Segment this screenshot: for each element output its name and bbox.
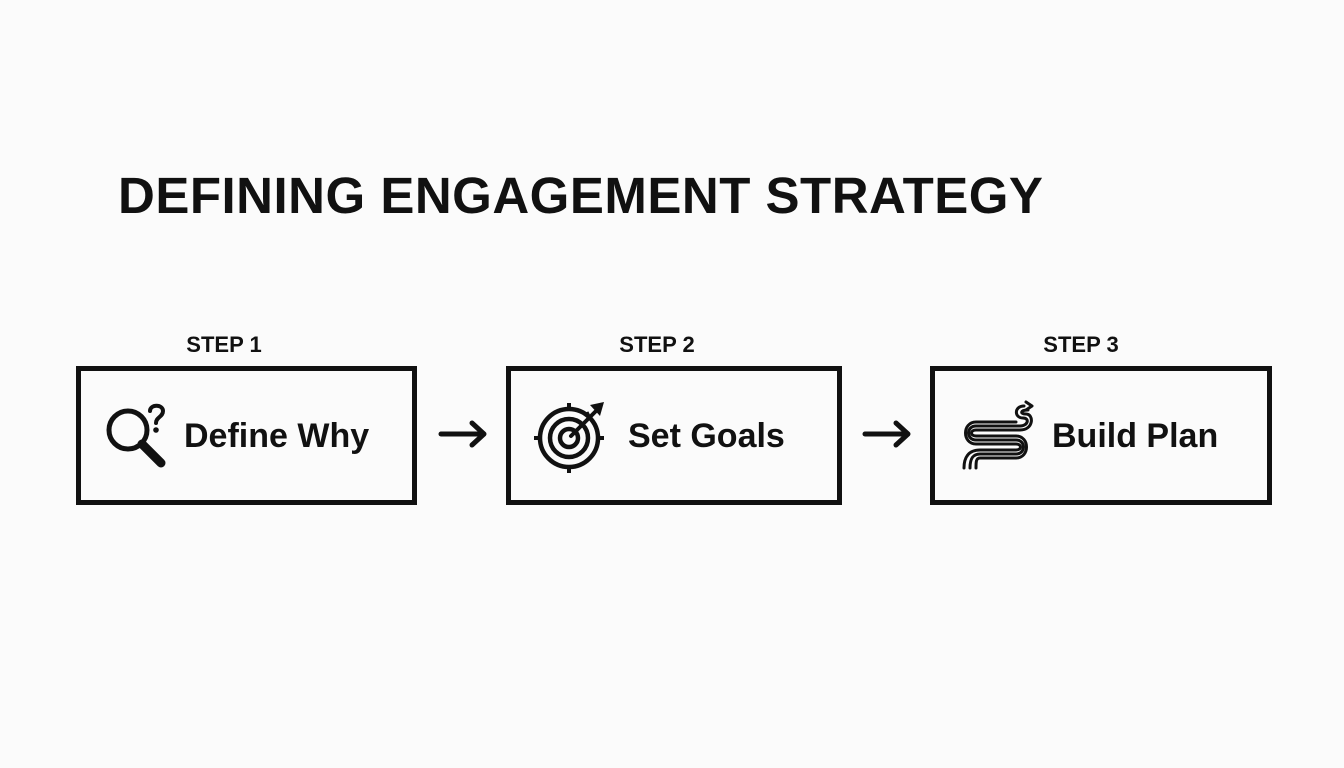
step-3-label: STEP 3 — [1043, 332, 1119, 357]
arrow-right-icon — [862, 420, 911, 448]
step-1-box: Define Why — [76, 366, 417, 505]
step-2-label: STEP 2 — [619, 332, 695, 357]
winding-path-icon — [962, 400, 1034, 469]
arrow-right-icon — [438, 420, 487, 448]
step-1-text: Define Why — [184, 416, 370, 455]
step-3-box: Build Plan — [930, 366, 1272, 505]
magnifier-question-icon — [106, 403, 166, 467]
diagram-title: DEFINING ENGAGEMENT STRATEGY — [118, 167, 1044, 224]
step-2-box: Set Goals — [506, 366, 842, 505]
target-arrow-icon — [534, 401, 604, 473]
step-3-text: Build Plan — [1052, 416, 1219, 455]
step-1-label: STEP 1 — [186, 332, 262, 357]
step-2-text: Set Goals — [628, 416, 785, 455]
